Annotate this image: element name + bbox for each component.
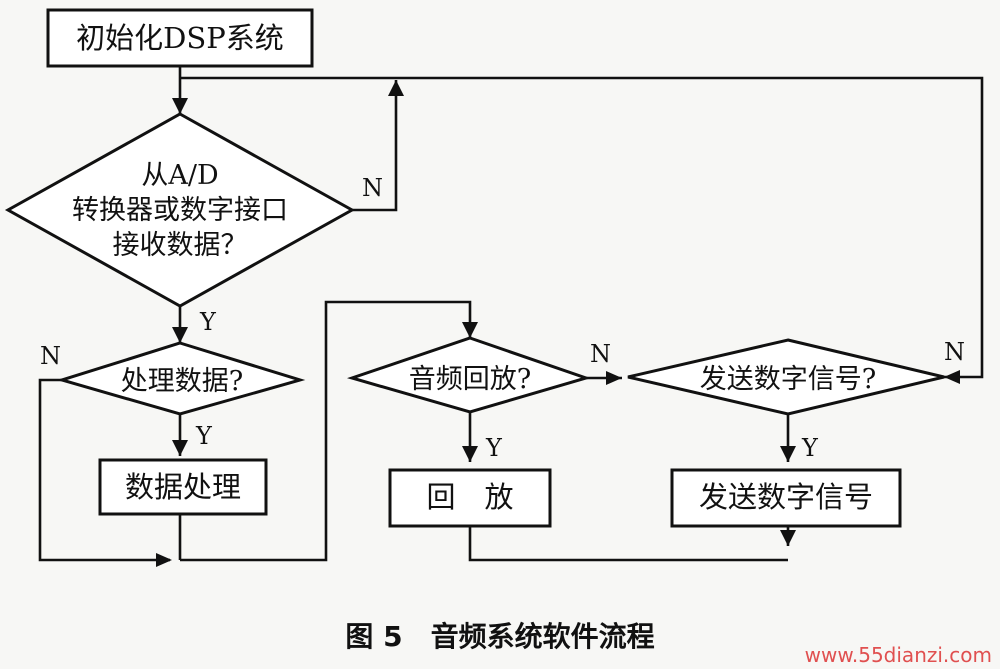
playback-box: [388, 468, 552, 528]
receive-label-line2: 转换器或数字接口: [72, 195, 288, 226]
send-yes-label: Y: [801, 434, 819, 462]
playback-decision: [346, 336, 591, 414]
process-question-label: 处理数据?: [121, 366, 243, 397]
receive-yes-label: Y: [199, 308, 217, 336]
process-yes-label: Y: [195, 422, 213, 450]
receive-decision: [4, 112, 356, 308]
playback-box-label: 回 放: [426, 480, 513, 514]
send-question-label: 发送数字信号?: [700, 364, 876, 395]
init-label: 初始化DSP系统: [76, 21, 284, 55]
send-no-label: N: [944, 338, 965, 366]
playback-yes-label: Y: [485, 434, 503, 462]
receive-label-line1: 从A/D: [141, 160, 218, 191]
arrowheads: [156, 80, 960, 567]
process-box: [98, 458, 268, 516]
init-box: [46, 8, 314, 68]
process-no-label: N: [40, 342, 61, 370]
playback-no-label: N: [590, 340, 611, 368]
process-box-label: 数据处理: [125, 470, 241, 504]
receive-label-line3: 接收数据？: [113, 230, 248, 261]
playback-question-label: 音频回放?: [409, 364, 531, 395]
send-box: [670, 468, 902, 528]
receive-no-label: N: [362, 174, 383, 202]
watermark-text: www.55dianzi.com: [805, 643, 992, 667]
process-decision: [56, 341, 306, 416]
send-box-label: 发送数字信号: [699, 480, 873, 514]
figure-caption: 图 5 音频系统软件流程: [345, 620, 654, 653]
send-decision: [627, 338, 945, 416]
